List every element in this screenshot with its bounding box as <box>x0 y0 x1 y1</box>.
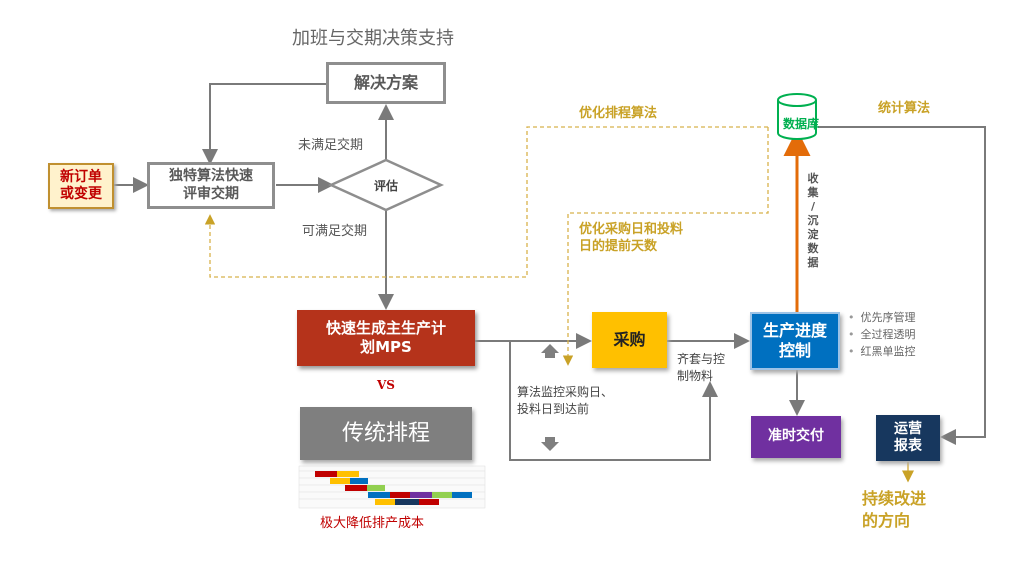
label-can-meet: 可满足交期 <box>302 224 368 239</box>
new-order-box: 新订单 或变更 <box>48 163 114 209</box>
label-not-met: 未满足交期 <box>298 138 364 153</box>
label-collect-data: 收 集 / 沉 淀 数 据 <box>807 172 819 269</box>
database-icon <box>777 93 817 140</box>
evaluate-diamond-shape <box>327 158 445 212</box>
label-improve: 持续改进 的方向 <box>862 489 927 530</box>
progress-control-box: 生产进度 控制 <box>750 312 840 370</box>
ops-report-box: 运营 报表 <box>876 415 940 461</box>
progress-bullets: 优先序管理 全过程透明 红黑单监控 <box>848 309 916 360</box>
label-kitting: 齐套与控 制物料 <box>677 352 726 383</box>
bullet-item: 优先序管理 <box>848 309 916 326</box>
ontime-delivery-box: 准时交付 <box>751 416 841 458</box>
review-delivery-box: 独特算法快速 评审交期 <box>147 162 275 209</box>
label-optimize-scheduling: 优化排程算法 <box>579 106 658 121</box>
mps-box: 快速生成主生产计 划MPS <box>297 310 475 366</box>
traditional-scheduling-box: 传统排程 <box>300 407 472 460</box>
monitor-arrows-icon <box>541 344 559 451</box>
bullet-item: 全过程透明 <box>848 326 916 343</box>
label-monitor: 算法监控采购日、 投料日到达前 <box>517 385 614 416</box>
decision-support-caption: 加班与交期决策支持 <box>292 28 454 49</box>
vs-text: VS <box>377 378 395 392</box>
purchase-box: 采购 <box>592 312 667 368</box>
label-stats: 统计算法 <box>878 101 931 116</box>
label-optimize-purchase: 优化采购日和投料 日的提前天数 <box>579 222 684 254</box>
database-label: 数据库 <box>783 117 820 131</box>
evaluate-label: 评估 <box>373 179 398 193</box>
cost-caption: 极大降低排产成本 <box>320 516 425 531</box>
solution-box: 解决方案 <box>326 62 446 104</box>
gantt-thumbnail <box>298 465 486 509</box>
bullet-item: 红黑单监控 <box>848 343 916 360</box>
